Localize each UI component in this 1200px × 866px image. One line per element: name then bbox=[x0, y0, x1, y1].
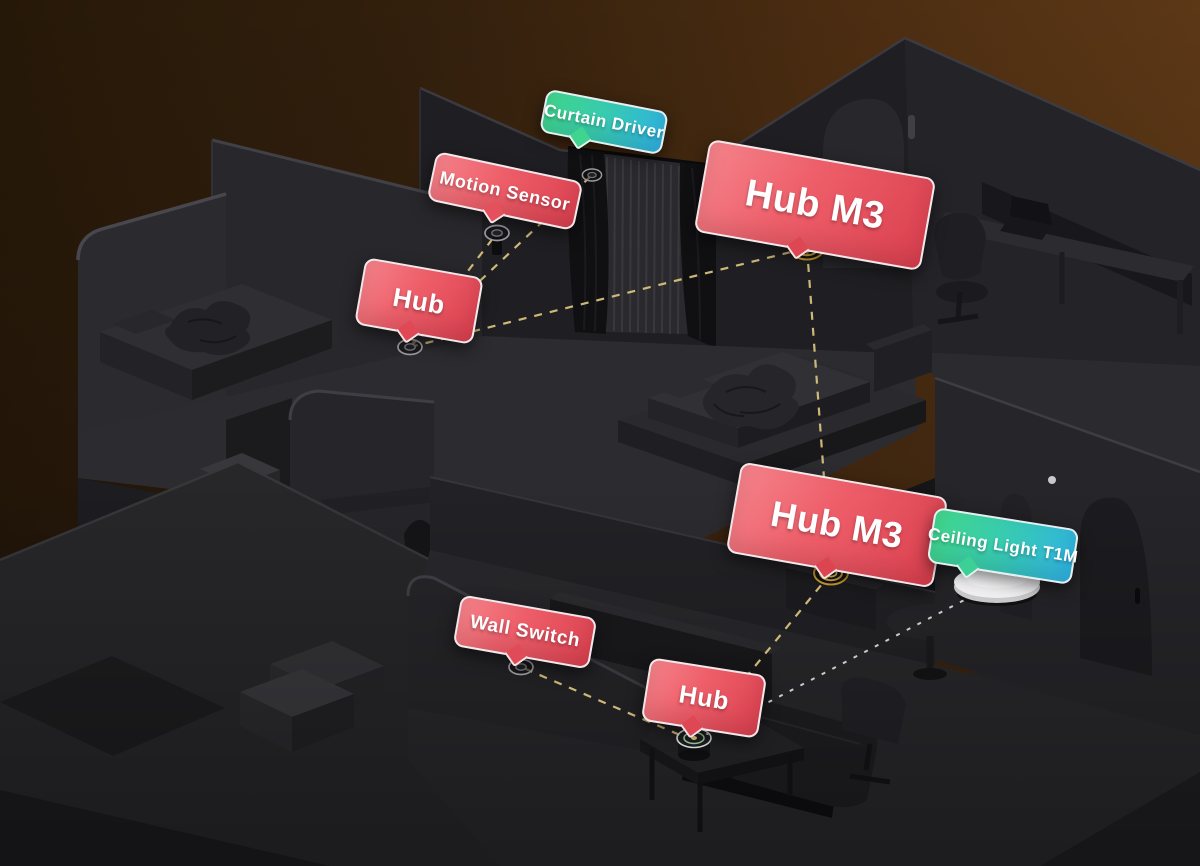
label-hub-left: Hub bbox=[354, 257, 484, 345]
hub-left-marker bbox=[397, 338, 423, 356]
connection-line bbox=[805, 247, 833, 574]
motion-sensor-marker bbox=[484, 224, 510, 255]
label-tail bbox=[504, 643, 528, 668]
label-text: Curtain Driver bbox=[542, 100, 666, 143]
label-tail bbox=[956, 555, 980, 580]
label-text: Wall Switch bbox=[468, 611, 582, 652]
hub-bottom-marker bbox=[676, 727, 712, 761]
label-text: Hub bbox=[676, 679, 732, 716]
label-hub-m3-top: Hub M3 bbox=[693, 138, 937, 272]
label-tail bbox=[785, 236, 810, 260]
label-hub-m3-bottom: Hub M3 bbox=[725, 461, 949, 589]
label-text: Ceiling Light T1M bbox=[926, 524, 1080, 567]
connection-line bbox=[693, 595, 973, 742]
label-text: Hub bbox=[390, 281, 448, 320]
label-hub-bottom: Hub bbox=[640, 657, 768, 739]
label-tail bbox=[813, 556, 838, 580]
label-text: Motion Sensor bbox=[438, 166, 573, 215]
label-curtain-driver: Curtain Driver bbox=[538, 88, 670, 156]
label-wall-switch: Wall Switch bbox=[452, 594, 598, 670]
label-motion-sensor: Motion Sensor bbox=[426, 150, 584, 232]
curtain-driver-marker bbox=[581, 168, 603, 182]
label-tail bbox=[396, 320, 420, 344]
label-text: Hub M3 bbox=[767, 492, 907, 557]
label-ceiling-light: Ceiling Light T1M bbox=[926, 506, 1080, 586]
label-text: Hub M3 bbox=[742, 171, 889, 238]
connection-line bbox=[409, 246, 808, 349]
label-tail bbox=[568, 126, 592, 151]
label-tail bbox=[482, 200, 506, 225]
label-tail bbox=[679, 715, 704, 739]
